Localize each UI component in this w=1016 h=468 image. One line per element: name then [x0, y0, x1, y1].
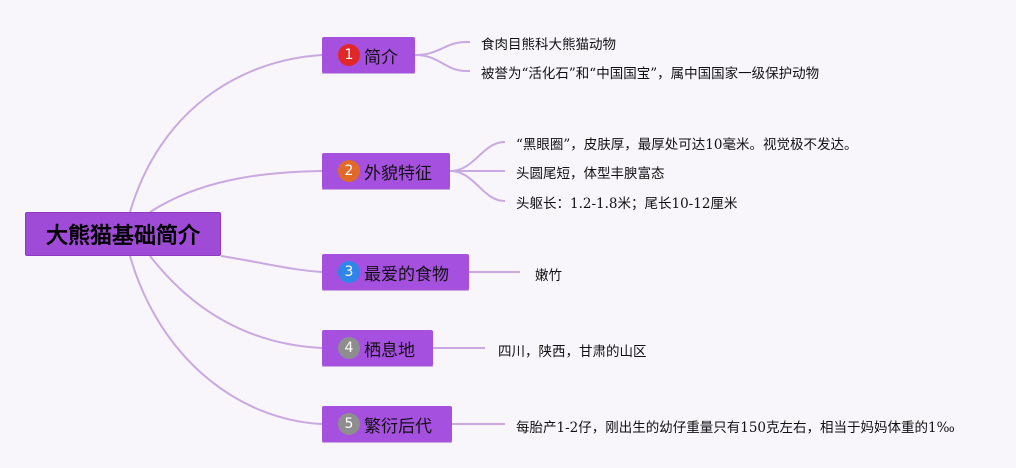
- number-2-icon: 2: [338, 160, 360, 182]
- branch-appearance[interactable]: 2 外貌特征: [322, 153, 450, 189]
- root-topic-label: 大熊猫基础简介: [45, 224, 200, 249]
- leaf-topic[interactable]: 头躯长：1.2-1.8米；尾长10-12厘米: [516, 196, 738, 212]
- number-4-icon: 4: [338, 337, 360, 359]
- number-3-icon: 3: [338, 261, 360, 283]
- branch-favorite-food[interactable]: 3 最爱的食物: [322, 254, 469, 290]
- leaf-topic[interactable]: 食肉目熊科大熊猫动物: [481, 37, 616, 53]
- branch-intro[interactable]: 1 简介: [322, 37, 415, 73]
- branch-label: 外貌特征: [364, 163, 432, 184]
- root-topic[interactable]: 大熊猫基础简介: [25, 212, 221, 256]
- leaf-topic[interactable]: 被誉为“活化石”和“中国国宝”，属中国国家一级保护动物: [481, 66, 820, 82]
- branch-label: 繁衍后代: [364, 416, 432, 437]
- leaf-topic[interactable]: “黑眼圈”，皮肤厚，最厚处可达10毫米。视觉极不发达。: [516, 137, 858, 153]
- branch-reproduction[interactable]: 5 繁衍后代: [322, 406, 452, 442]
- leaf-topic[interactable]: 嫩竹: [535, 268, 562, 284]
- number-1-icon: 1: [338, 44, 360, 66]
- branch-label: 简介: [364, 47, 398, 68]
- branch-label: 最爱的食物: [364, 264, 449, 285]
- number-5-icon: 5: [338, 413, 360, 435]
- leaf-topic[interactable]: 头圆尾短，体型丰腴富态: [516, 166, 665, 182]
- branch-label: 栖息地: [364, 340, 415, 361]
- leaf-topic[interactable]: 每胎产1-2仔，刚出生的幼仔重量只有150克左右，相当于妈妈体重的1‰: [516, 420, 955, 436]
- leaf-topic[interactable]: 四川，陕西，甘肃的山区: [498, 344, 647, 360]
- branch-habitat[interactable]: 4 栖息地: [322, 330, 433, 366]
